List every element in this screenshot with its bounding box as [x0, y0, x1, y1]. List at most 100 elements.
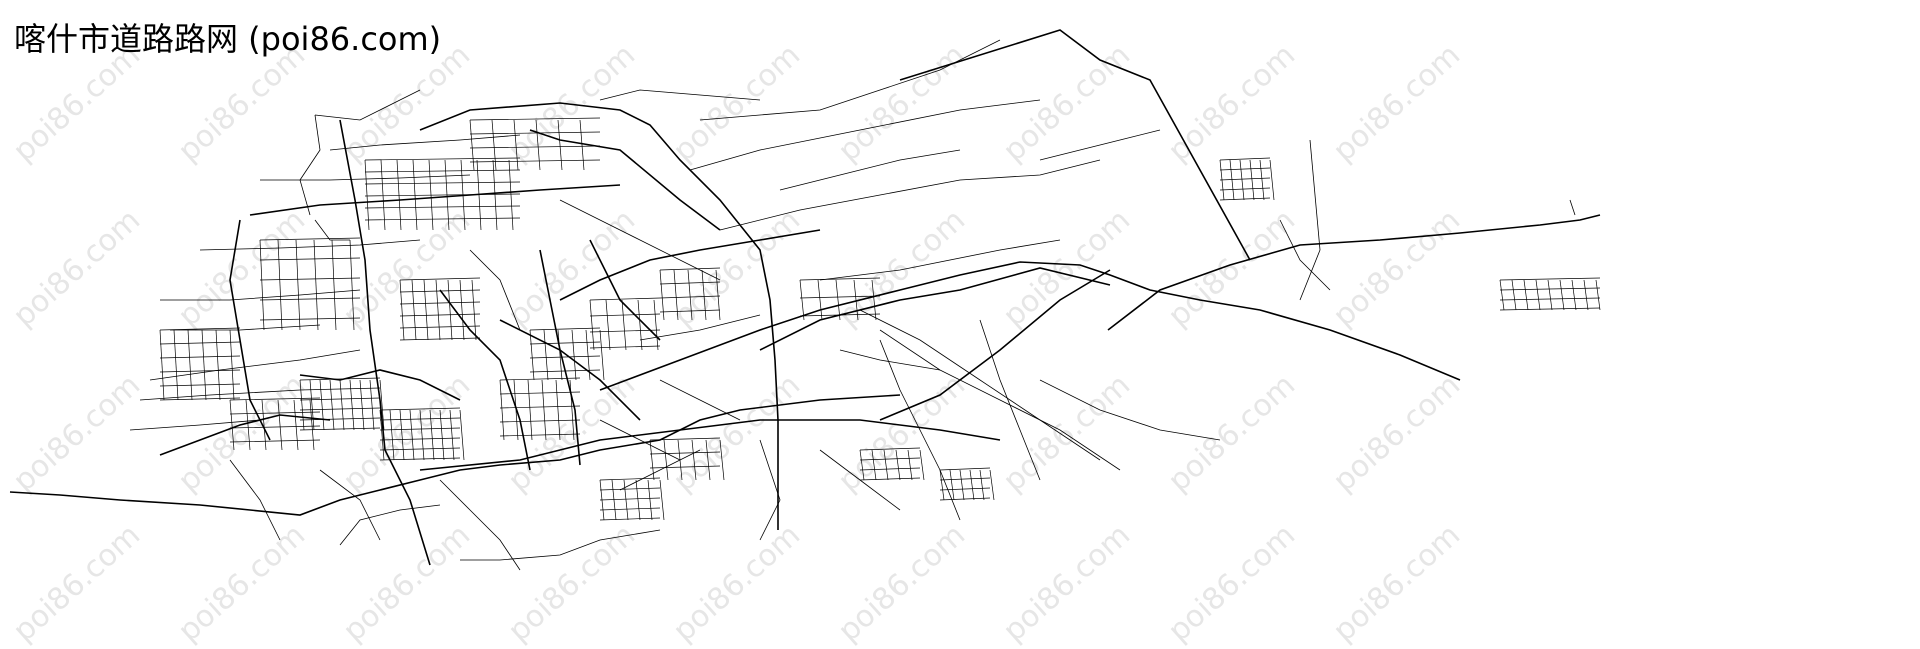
road: [379, 409, 385, 461]
road: [364, 181, 521, 185]
road: [1229, 159, 1235, 201]
road: [853, 279, 859, 321]
road: [569, 379, 575, 441]
road: [364, 217, 521, 221]
road: [299, 379, 305, 431]
road: [1523, 279, 1529, 311]
road: [1499, 297, 1601, 301]
road: [379, 437, 461, 441]
road: [411, 279, 417, 341]
road: [364, 157, 521, 161]
road: [1499, 307, 1601, 311]
road: [687, 269, 693, 321]
road: [529, 129, 721, 231]
road: [339, 504, 441, 546]
road: [979, 469, 985, 501]
road: [691, 439, 697, 481]
road: [1219, 157, 1271, 161]
road: [879, 329, 1121, 471]
road: [419, 409, 425, 461]
road: [883, 449, 889, 481]
road: [589, 299, 595, 351]
road: [399, 313, 481, 317]
road: [541, 379, 547, 441]
road: [491, 119, 497, 171]
road: [319, 379, 325, 431]
road: [879, 339, 961, 521]
road: [639, 314, 761, 341]
road: [1219, 167, 1271, 171]
road: [399, 279, 405, 341]
road: [979, 319, 1041, 481]
road: [649, 465, 721, 469]
road: [939, 497, 991, 501]
road: [499, 433, 581, 437]
road: [339, 379, 345, 431]
road: [557, 329, 563, 381]
road: [499, 405, 581, 409]
road: [439, 479, 521, 571]
road: [173, 329, 179, 401]
road: [589, 345, 661, 349]
road: [605, 299, 611, 351]
road: [871, 279, 877, 321]
road: [359, 379, 365, 431]
road: [229, 459, 281, 541]
road: [1595, 279, 1601, 311]
road: [259, 239, 265, 331]
road: [759, 439, 781, 541]
road: [277, 399, 283, 451]
road: [663, 439, 669, 481]
road: [1039, 129, 1161, 161]
road: [513, 379, 519, 441]
road: [159, 397, 241, 401]
road: [555, 379, 561, 441]
road: [399, 289, 481, 293]
road: [585, 329, 591, 381]
map-title: 喀什市道路路网 (poi86.com): [14, 20, 442, 58]
road: [659, 295, 721, 299]
road: [469, 145, 601, 149]
road: [261, 399, 267, 451]
road: [701, 269, 707, 321]
road: [499, 419, 581, 423]
road: [159, 341, 241, 345]
road: [939, 477, 991, 481]
road: [895, 449, 901, 481]
road: [1547, 279, 1553, 311]
road: [299, 397, 381, 401]
road: [1249, 159, 1255, 201]
road: [799, 277, 881, 281]
road: [529, 369, 601, 373]
road: [309, 399, 315, 451]
road: [599, 497, 661, 501]
road: [939, 487, 991, 491]
road: [673, 269, 679, 321]
road: [719, 159, 1101, 231]
road: [399, 301, 481, 305]
road: [459, 279, 465, 341]
road: [535, 119, 541, 171]
road: [299, 417, 381, 421]
road: [599, 487, 661, 491]
road: [621, 299, 627, 351]
road: [319, 469, 381, 541]
road: [1535, 279, 1541, 311]
road: [379, 417, 461, 421]
road: [1571, 279, 1577, 311]
road: [460, 529, 661, 561]
road: [229, 425, 321, 429]
road: [623, 479, 629, 521]
road: [599, 89, 761, 101]
road: [299, 114, 321, 216]
road: [1219, 187, 1271, 191]
road: [159, 383, 241, 387]
road: [259, 297, 361, 301]
road: [229, 439, 321, 443]
road: [1299, 139, 1321, 301]
road: [659, 269, 665, 321]
road: [419, 102, 779, 530]
road: [1583, 279, 1589, 311]
road: [529, 355, 601, 359]
road: [229, 329, 235, 401]
